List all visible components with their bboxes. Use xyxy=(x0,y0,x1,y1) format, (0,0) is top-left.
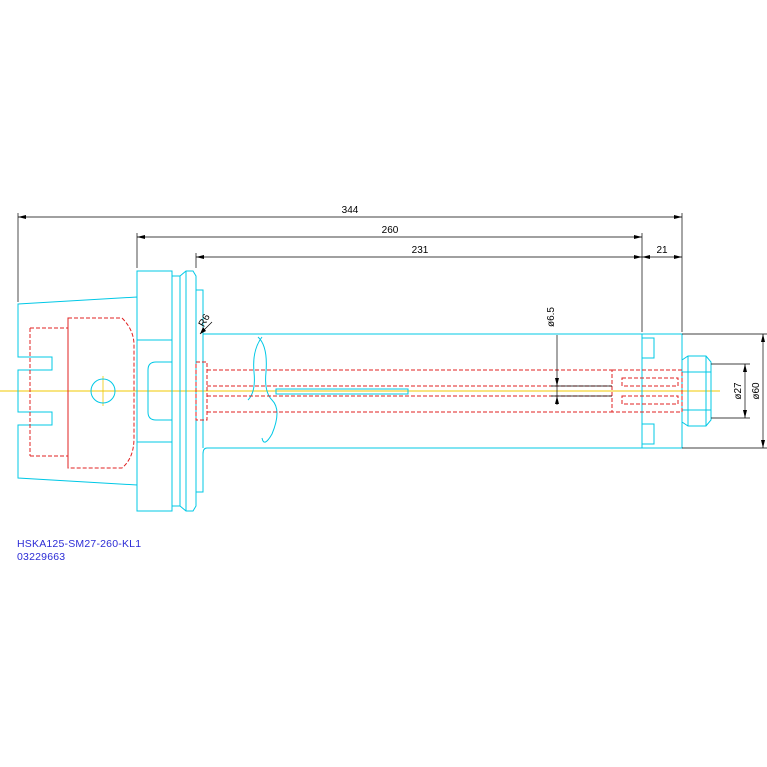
dim-nose-length: 21 xyxy=(656,245,668,256)
dim-radius: R6 xyxy=(197,312,213,329)
dimension-arrows xyxy=(18,215,765,448)
dim-bore-diameter: ø6.5 xyxy=(546,307,557,327)
hidden-lines xyxy=(29,317,683,469)
dim-body-diameter: ø60 xyxy=(751,382,762,400)
dim-gauge-length: 260 xyxy=(382,225,399,236)
coolant-hole xyxy=(90,378,116,404)
dim-pilot-diameter: ø27 xyxy=(733,382,744,400)
dim-overall-length: 344 xyxy=(342,205,359,216)
part-outline xyxy=(17,270,712,512)
part-number-label: 03229663 xyxy=(17,551,66,563)
dim-body-length: 231 xyxy=(412,245,429,256)
part-name-label: HSKA125-SM27-260-KL1 xyxy=(17,538,142,550)
